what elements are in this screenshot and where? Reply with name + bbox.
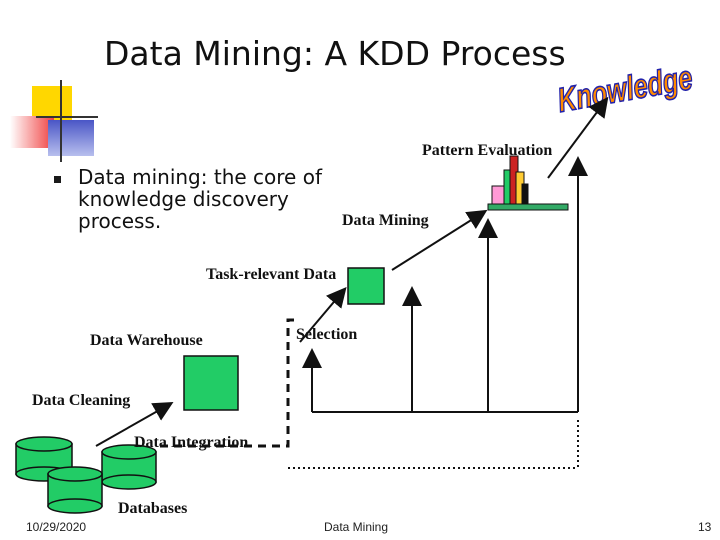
footer-date: 10/29/2020 xyxy=(26,520,87,534)
arrow-integration xyxy=(95,402,174,447)
label-task-relevant-data: Task-relevant Data xyxy=(206,266,337,283)
slide-title: Data Mining: A KDD Process xyxy=(104,34,566,73)
footer-center: Data Mining xyxy=(324,520,389,534)
decor-blue-square xyxy=(48,120,94,156)
decor-red-square xyxy=(10,116,54,148)
decor-horizontal-line xyxy=(36,116,98,118)
bullet-marker xyxy=(54,176,61,183)
label-data-warehouse: Data Warehouse xyxy=(90,332,203,349)
bullet-text: Data mining: the core of knowledge disco… xyxy=(78,165,322,233)
footer-page-number: 13 xyxy=(698,520,712,534)
databases-icon xyxy=(15,436,157,514)
arrow-mining xyxy=(391,209,488,271)
label-data-cleaning: Data Cleaning xyxy=(32,392,131,409)
feedback-dashed-left xyxy=(160,318,296,448)
label-data-mining: Data Mining xyxy=(342,212,429,229)
arrow-selection xyxy=(299,286,347,343)
data-warehouse-box xyxy=(183,355,239,411)
label-selection: Selection xyxy=(296,326,358,343)
decor-vertical-line xyxy=(60,80,62,162)
label-databases: Databases xyxy=(118,500,188,517)
label-data-integration: Data Integration xyxy=(134,434,249,451)
pattern-chart-icon xyxy=(487,155,569,211)
arrow-evaluation xyxy=(547,96,609,179)
label-pattern-evaluation: Pattern Evaluation xyxy=(422,142,553,159)
task-relevant-data-box xyxy=(347,267,385,305)
